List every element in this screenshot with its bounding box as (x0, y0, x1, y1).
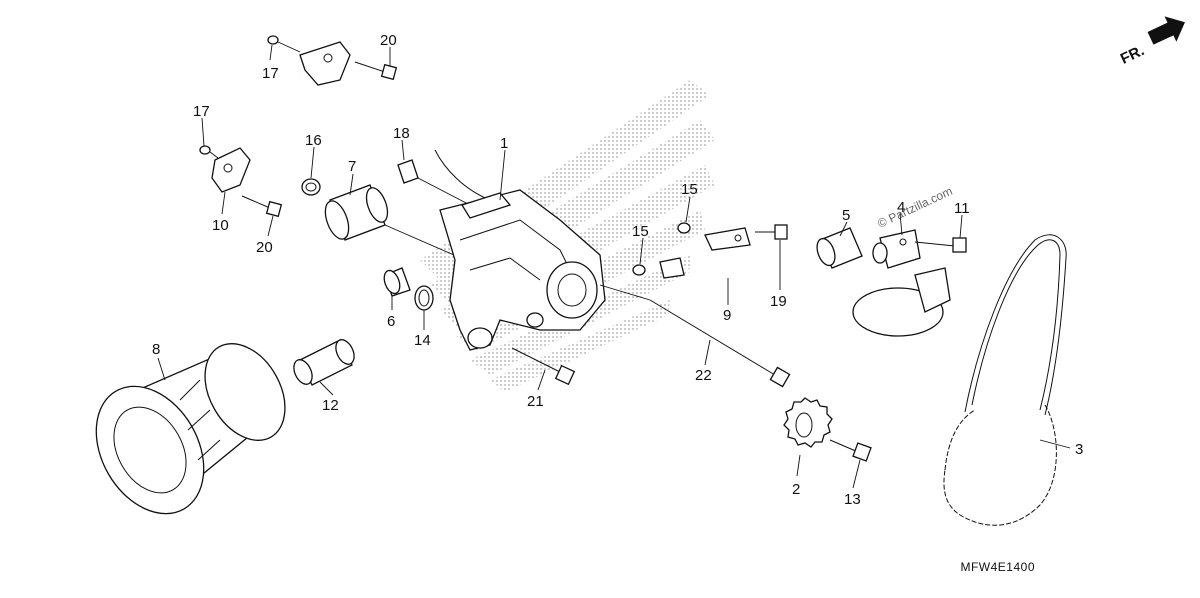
callout-1: 1 (500, 135, 508, 152)
part-12-filter-bolt (293, 339, 355, 386)
part-3-drive-chain (943, 234, 1067, 526)
arrow-right-icon (1147, 16, 1185, 45)
part-9-oil-pipe (659, 227, 751, 279)
callout-15-upper: 15 (681, 181, 698, 198)
callout-12: 12 (322, 397, 339, 414)
callout-6: 6 (387, 313, 395, 330)
callout-20-lower: 20 (256, 239, 273, 256)
callout-8: 8 (152, 341, 160, 358)
watermark-text: © Partzilla.com (875, 184, 954, 231)
part-7-collar (324, 184, 389, 241)
callout-16: 16 (305, 132, 322, 149)
callout-2: 2 (792, 481, 800, 498)
part-18-dowel-pin (397, 159, 419, 184)
part-19-bolt (774, 224, 788, 240)
part-5-relief-valve (816, 227, 863, 269)
callout-22: 22 (695, 367, 712, 384)
callout-5: 5 (842, 207, 850, 224)
diagram-code: MFW4E1400 (960, 560, 1035, 574)
part-15-washer (632, 264, 646, 276)
callout-14: 14 (414, 332, 431, 349)
callout-9: 9 (723, 307, 731, 324)
part-4-oil-strainer (852, 229, 951, 337)
callout-20-upper: 20 (380, 32, 397, 49)
callout-7: 7 (348, 158, 356, 175)
callout-13: 13 (844, 491, 861, 508)
callout-4: 4 (897, 199, 905, 216)
callout-21: 21 (527, 393, 544, 410)
part-21-bolt (511, 347, 576, 386)
callout-10: 10 (212, 217, 229, 234)
callout-labels: 1 2 3 4 5 6 7 8 9 10 11 12 13 14 15 15 1… (152, 32, 1083, 508)
callout-17-lower: 17 (193, 103, 210, 120)
part-16-o-ring (301, 178, 321, 196)
part-1-oil-pump (434, 149, 606, 351)
leader-lines (157, 44, 1071, 489)
part-11-bolt (952, 237, 967, 253)
callout-17-upper: 17 (262, 65, 279, 82)
part-13-bolt (852, 442, 872, 462)
part-2-sprocket (783, 397, 833, 448)
direction-indicator: FR. (1118, 16, 1185, 68)
direction-label: FR. (1118, 42, 1147, 68)
callout-19: 19 (770, 293, 787, 310)
callout-18: 18 (393, 125, 410, 142)
part-15-washer (677, 222, 691, 234)
part-8-oil-filter (95, 343, 286, 515)
callout-15-lower: 15 (632, 223, 649, 240)
callout-3: 3 (1075, 441, 1083, 458)
callout-11: 11 (954, 200, 970, 217)
part-22-bolt (599, 284, 791, 388)
part-10-oil-pipe-stay (199, 35, 398, 218)
